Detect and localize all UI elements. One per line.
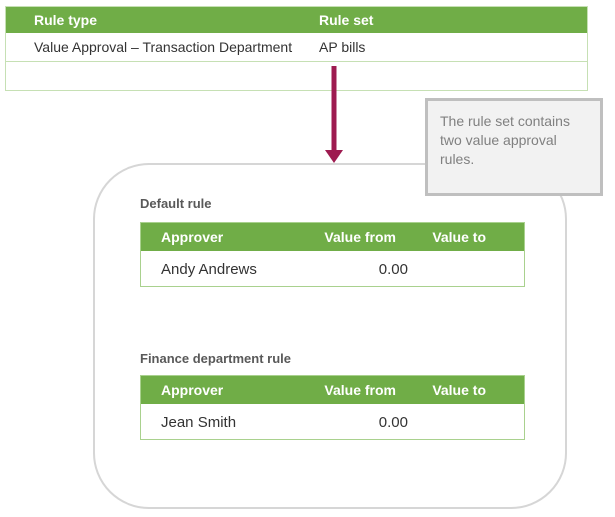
- default-rule-table: Approver Value from Value to Andy Andrew…: [140, 222, 525, 287]
- column-header-value-to: Value to: [432, 229, 486, 245]
- callout-text: The rule set contains two value approval…: [440, 113, 570, 167]
- approver-table-header-row: Approver Value from Value to: [141, 223, 524, 251]
- section-title-finance-department-rule: Finance department rule: [140, 351, 291, 366]
- rule-type-cell: Value Approval – Transaction Department: [34, 39, 293, 55]
- rule-set-panel: [93, 163, 567, 509]
- approver-table-header-row: Approver Value from Value to: [141, 376, 524, 404]
- table-row: Andy Andrews 0.00: [141, 251, 524, 286]
- column-header-value-from: Value from: [324, 229, 396, 245]
- column-header-value-to: Value to: [432, 382, 486, 398]
- down-arrow-icon: [325, 66, 343, 163]
- column-header-rule-set: Rule set: [319, 12, 374, 28]
- callout-note: The rule set contains two value approval…: [425, 98, 603, 196]
- column-header-approver: Approver: [161, 382, 224, 398]
- rule-set-cell: AP bills: [319, 39, 366, 55]
- approver-cell: Andy Andrews: [161, 261, 257, 278]
- table-row: Jean Smith 0.00: [141, 404, 524, 439]
- rule-type-table: Rule type Rule set Value Approval – Tran…: [5, 6, 588, 91]
- column-header-value-from: Value from: [324, 382, 396, 398]
- value-from-cell: 0.00: [378, 261, 408, 278]
- value-from-cell: 0.00: [378, 414, 408, 431]
- column-header-rule-type: Rule type: [34, 12, 98, 28]
- rule-table-header-row: Rule type Rule set: [6, 7, 587, 33]
- approver-cell: Jean Smith: [161, 414, 237, 431]
- finance-department-rule-table: Approver Value from Value to Jean Smith …: [140, 375, 525, 440]
- column-header-approver: Approver: [161, 229, 224, 245]
- table-row-empty: [6, 62, 587, 90]
- table-row: Value Approval – Transaction Department …: [6, 33, 587, 62]
- section-title-default-rule: Default rule: [140, 196, 212, 211]
